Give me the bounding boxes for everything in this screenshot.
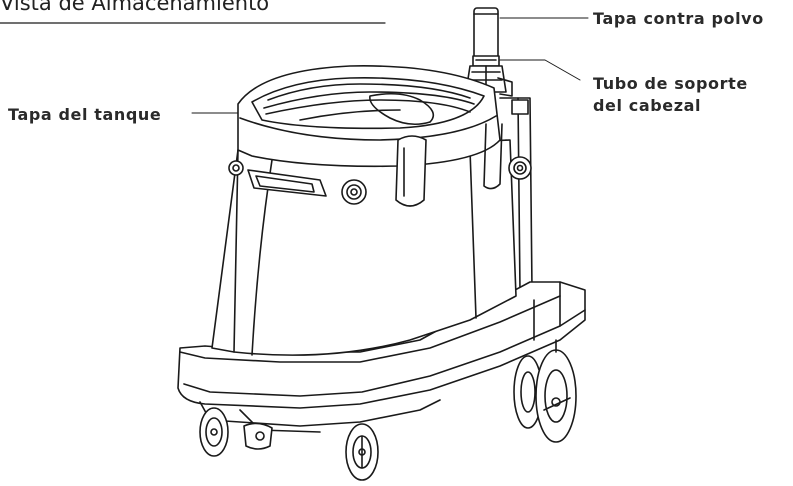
handle-slot [247,169,327,197]
leader-head-tube [499,59,581,81]
side-latch [228,156,532,205]
dust-cap-label: Tapa contra polvo [593,9,764,28]
wheel-front-left [199,407,229,457]
tank-lid-label: Tapa del tanque [8,105,162,124]
wheel-front-right [345,423,379,481]
head-tube-label-line2: del cabezal [593,96,702,115]
head-tube-label-line1: Tubo de soporte [593,74,748,93]
dust-cap-part [473,7,499,59]
tank-lid [237,65,503,207]
tank-body [211,139,517,356]
wheel-rear-right [535,339,577,443]
caster [243,422,273,450]
page-title: Vista de Almacenamiento [0,0,270,15]
